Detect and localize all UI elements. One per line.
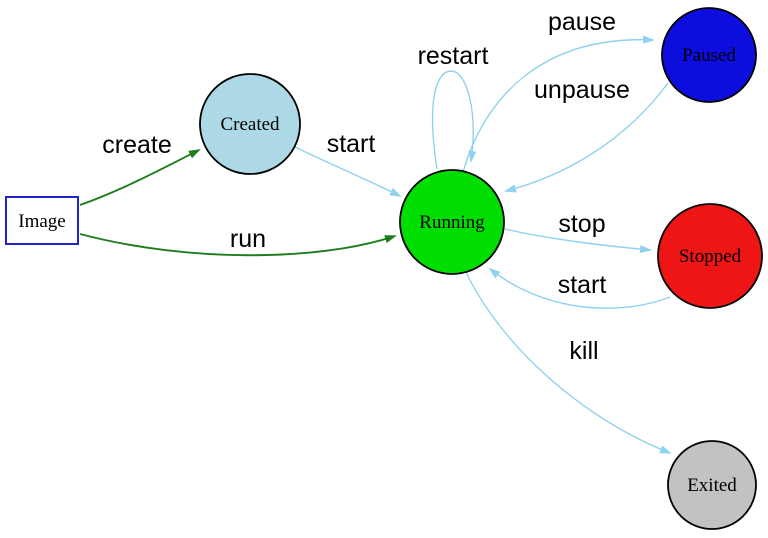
- edge-label-pause: pause: [548, 8, 616, 36]
- node-created: Created: [199, 73, 301, 175]
- edge-label-restart: restart: [418, 42, 489, 70]
- edge-stop: [504, 228, 652, 254]
- edge-create: [79, 149, 201, 206]
- node-running: Running: [399, 169, 505, 275]
- running-node-circle: [399, 169, 505, 275]
- exited-node-label: Exited: [687, 475, 737, 496]
- running-node-label: Running: [419, 212, 485, 233]
- edge-label-run: run: [230, 225, 266, 253]
- created-node-circle: [199, 73, 301, 175]
- edge-label-stop: stop: [558, 210, 605, 238]
- node-image: Image: [5, 196, 79, 245]
- edge-run: [79, 233, 397, 257]
- node-paused: Paused: [661, 7, 757, 103]
- edge-pause: [462, 35, 655, 173]
- edge-label-start-2: start: [558, 271, 607, 299]
- edge-label-create: create: [102, 131, 171, 159]
- paused-node-label: Paused: [682, 45, 736, 66]
- edge-start-created-running: [294, 146, 402, 197]
- edge-label-start-1: start: [327, 130, 376, 158]
- edge-restart-self-loop: [431, 70, 477, 170]
- stopped-node-circle: [657, 203, 763, 309]
- image-node-label: Image: [18, 211, 65, 232]
- edges-layer: [79, 35, 672, 454]
- exited-node-circle: [667, 440, 757, 530]
- stopped-node-label: Stopped: [679, 246, 742, 267]
- edge-kill: [465, 271, 672, 454]
- edge-label-kill: kill: [569, 337, 598, 365]
- edge-labels-layer: create start run restart pause unpause s…: [102, 8, 630, 365]
- edge-unpause: [504, 82, 669, 193]
- node-exited: Exited: [667, 440, 757, 530]
- nodes-layer: Image Created Running Paused Stopped Exi: [5, 7, 763, 530]
- image-node-rect: [5, 196, 79, 245]
- created-node-label: Created: [220, 114, 280, 135]
- edge-start-stopped-running: [488, 267, 671, 309]
- paused-node-circle: [661, 7, 757, 103]
- node-stopped: Stopped: [657, 203, 763, 309]
- edge-label-unpause: unpause: [534, 76, 630, 104]
